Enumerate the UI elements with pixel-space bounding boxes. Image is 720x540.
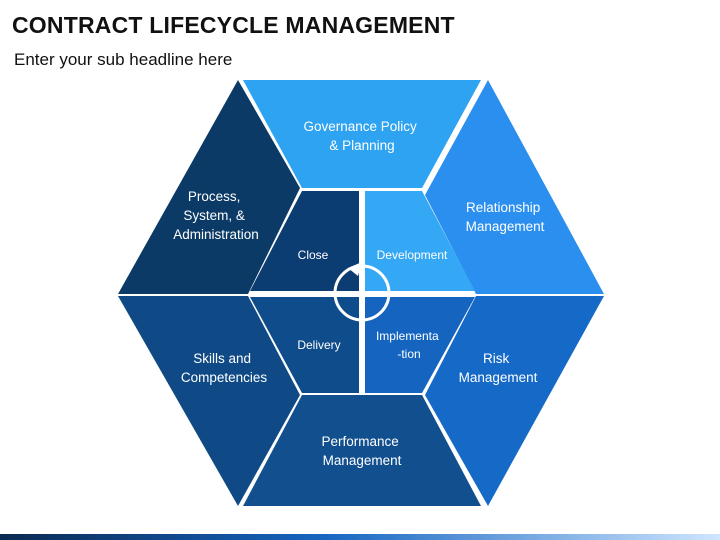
quadrant-implementation (365, 297, 475, 393)
quadrant-development (365, 191, 475, 291)
segment-relationship-label: Relationship Management (466, 200, 545, 234)
page-subtitle: Enter your sub headline here (14, 50, 233, 69)
segment-process (118, 80, 300, 294)
segment-governance-label: Governance Policy & Planning (303, 119, 420, 153)
cycle-arrow-icon (333, 262, 391, 322)
segment-risk (425, 296, 604, 506)
quadrant-implementation-label: Implementa -tion (376, 329, 442, 361)
segment-performance (243, 395, 481, 506)
segment-skills-label: Skills and Competencies (181, 351, 268, 385)
footer-accent-bar (0, 534, 720, 540)
segment-process-label: Process, System, & Administration (173, 189, 259, 242)
segment-risk-label: Risk Management (459, 351, 538, 385)
quadrant-delivery-label: Delivery (297, 338, 340, 352)
segment-performance-label: Performance Management (321, 434, 402, 468)
quadrant-development-label: Development (377, 248, 448, 262)
page-title: CONTRACT LIFECYCLE MANAGEMENT (12, 12, 455, 38)
quadrant-close-label: Close (298, 248, 329, 262)
quadrant-close (250, 191, 359, 291)
quadrant-delivery (250, 297, 359, 393)
segment-skills (118, 296, 300, 506)
segment-governance (243, 80, 481, 188)
segment-relationship (425, 80, 604, 294)
